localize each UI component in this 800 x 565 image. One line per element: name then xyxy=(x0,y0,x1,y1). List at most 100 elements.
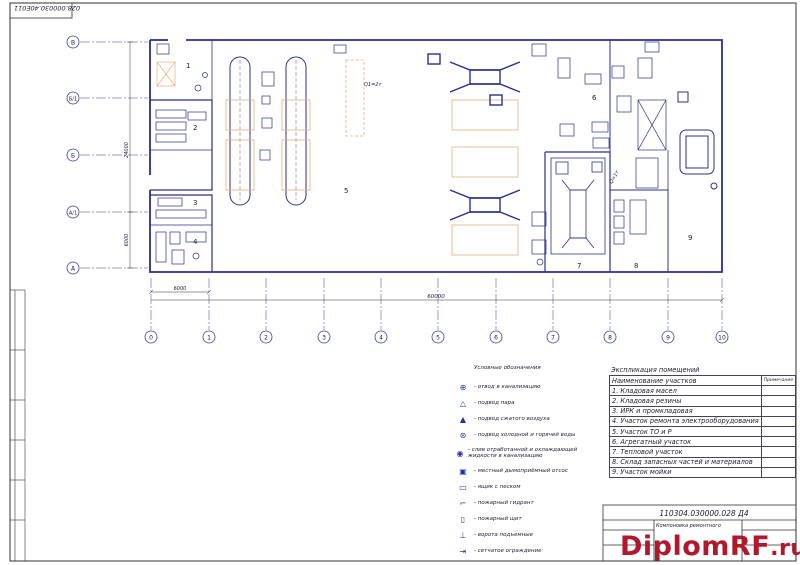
row-name: 4. Участок ремонта электрооборудования xyxy=(609,415,762,427)
column-axis-label: 4 xyxy=(379,335,383,342)
room-7-equipment xyxy=(550,157,606,255)
waste-fluid-icon: ◉ xyxy=(456,448,464,458)
building-walls xyxy=(149,39,723,273)
legend-title: Условные обозначения xyxy=(474,365,541,371)
exhaust-icon: ▣ xyxy=(459,466,467,476)
row-axis-label: А xyxy=(71,266,76,273)
column-axis-lines xyxy=(150,278,723,330)
row-axis-label: Б/1 xyxy=(69,97,77,103)
room-number: 7 xyxy=(577,262,581,270)
water-supply-icon: ⊛ xyxy=(459,430,467,440)
legend-item-text: - местный дымоприёмный отсос xyxy=(474,468,568,474)
compressed-air-icon: ▲ xyxy=(459,414,467,424)
legend: Условные обозначения ⊕- отвод в канализа… xyxy=(452,365,602,559)
title-block xyxy=(602,504,797,562)
row-axis-label: Б xyxy=(71,153,75,160)
row-axis-lines xyxy=(80,41,148,269)
legend-item-text: - сетчатое ограждение xyxy=(474,548,542,554)
row-axis-label: В xyxy=(71,40,75,47)
explication-title: Экспликация помещений xyxy=(611,366,700,374)
legend-item-text: - подвод пара xyxy=(474,400,515,406)
room-2-equipment xyxy=(155,109,207,143)
legend-item: ◉- слив отработанной и охлаждающей жидко… xyxy=(452,443,602,463)
legend-item-text: - пожарный гидрант xyxy=(474,500,534,506)
room-9-washer xyxy=(677,91,718,190)
room-8-equipment xyxy=(613,157,659,245)
fire-hydrant-icon: ⌐ xyxy=(459,498,467,508)
dimension-lines xyxy=(127,41,725,303)
room-explication: Экспликация помещений Наименование участ… xyxy=(609,366,797,478)
room-5-small-equipment xyxy=(259,43,547,266)
legend-item: ▯- пожарный щит xyxy=(452,511,602,527)
table-row: 5. Участок ТО и Р xyxy=(609,425,797,438)
row-note xyxy=(760,425,797,438)
legend-item: ⊕- отвод в канализацию xyxy=(452,379,602,395)
column-axis-label: 8 xyxy=(608,335,612,342)
row-name: 9. Участок мойки xyxy=(609,466,762,478)
lift-gate-icon: ⊥ xyxy=(459,530,467,540)
room-number: 6 xyxy=(592,94,597,102)
dimension-60000: 60000 xyxy=(427,294,445,300)
row-name: 3. ИРК и промкладовая xyxy=(609,405,762,417)
table-header-row: Наименование участков Примечание xyxy=(609,374,797,387)
table-row: 4. Участок ремонта электрооборудования xyxy=(609,415,797,427)
sheet-frame xyxy=(9,2,797,562)
room-number: 9 xyxy=(688,234,692,242)
column-axis-label: 10 xyxy=(718,335,726,342)
row-name: 2. Кладовая резины xyxy=(609,395,762,407)
row-name: 7. Тепловой участок xyxy=(609,446,762,458)
dimension-6000-vertical: 6000 xyxy=(124,234,130,247)
legend-item-text: - подвод сжатого воздуха xyxy=(474,416,550,422)
room-1-equipment xyxy=(156,43,208,92)
legend-item: ⇥ - сетчатое ограждение xyxy=(452,543,602,559)
service-posts xyxy=(225,59,519,256)
column-axis-label: 3 xyxy=(322,335,326,342)
table-row: 3. ИРК и промкладовая xyxy=(609,405,797,417)
column-axis-label: 1 xyxy=(207,335,211,342)
legend-item: ▣ - местный дымоприёмный отсос xyxy=(452,463,602,479)
column-axis-markers: 0 1 2 3 4 5 6 7 8 9 10 xyxy=(144,330,729,344)
legend-item-text: - ящик с песком xyxy=(474,484,521,490)
legend-item: ⌐ - пожарный гидрант xyxy=(452,495,602,511)
watermark-suffix: .ru xyxy=(770,536,800,561)
lift-equipment xyxy=(427,53,521,221)
room-number: 2 xyxy=(193,124,197,132)
room-number: 5 xyxy=(344,187,348,195)
column-axis-label: 6 xyxy=(494,335,498,342)
table-row: 7. Тепловой участок xyxy=(609,446,797,458)
room-number: 3 xyxy=(193,199,197,207)
row-note xyxy=(760,446,797,458)
row-name: 1. Кладовая масел xyxy=(609,385,762,397)
steam-icon: △ xyxy=(459,398,467,408)
legend-item-text: - слив отработанной и охлаждающей жидкос… xyxy=(467,447,578,459)
row-note xyxy=(760,415,797,427)
fire-shield-icon: ▯ xyxy=(460,514,466,524)
row-note xyxy=(760,385,797,397)
top-code-box xyxy=(9,2,73,19)
row-name: 8. Склад запасных частей и материалов xyxy=(609,456,762,468)
table-row: 2. Кладовая резины xyxy=(609,395,797,407)
watermark-main: DiplomRF xyxy=(620,531,771,562)
legend-item: ⊥- ворота подъемные xyxy=(452,527,602,543)
header-note: Примечание xyxy=(760,374,797,387)
column-axis-label: 2 xyxy=(264,335,268,342)
sand-box-icon: ▭ xyxy=(459,482,467,492)
room-number: 8 xyxy=(634,262,638,270)
table-row: 9. Участок мойки xyxy=(609,466,797,478)
drawing-code: 110304.030000.028 Д4 xyxy=(659,509,749,518)
column-axis-label: 9 xyxy=(666,335,670,342)
legend-item: ⊛ - подвод холодной и горячей воды xyxy=(452,427,602,443)
room-6-equipment xyxy=(557,41,667,151)
legend-item-text: - подвод холодной и горячей воды xyxy=(474,432,576,438)
inspection-pits xyxy=(229,56,307,206)
row-note xyxy=(760,466,797,478)
column-axis-label: 5 xyxy=(436,335,440,342)
row-note xyxy=(760,395,797,407)
row-note xyxy=(760,436,797,448)
room-numbers: 1 2 3 4 5 6 7 8 9 xyxy=(186,62,692,270)
table-row: 8. Склад запасных частей и материалов xyxy=(609,456,797,468)
table-row: 1. Кладовая масел xyxy=(609,385,797,397)
mesh-fence-icon: ⇥ xyxy=(459,546,467,556)
row-note xyxy=(760,456,797,468)
